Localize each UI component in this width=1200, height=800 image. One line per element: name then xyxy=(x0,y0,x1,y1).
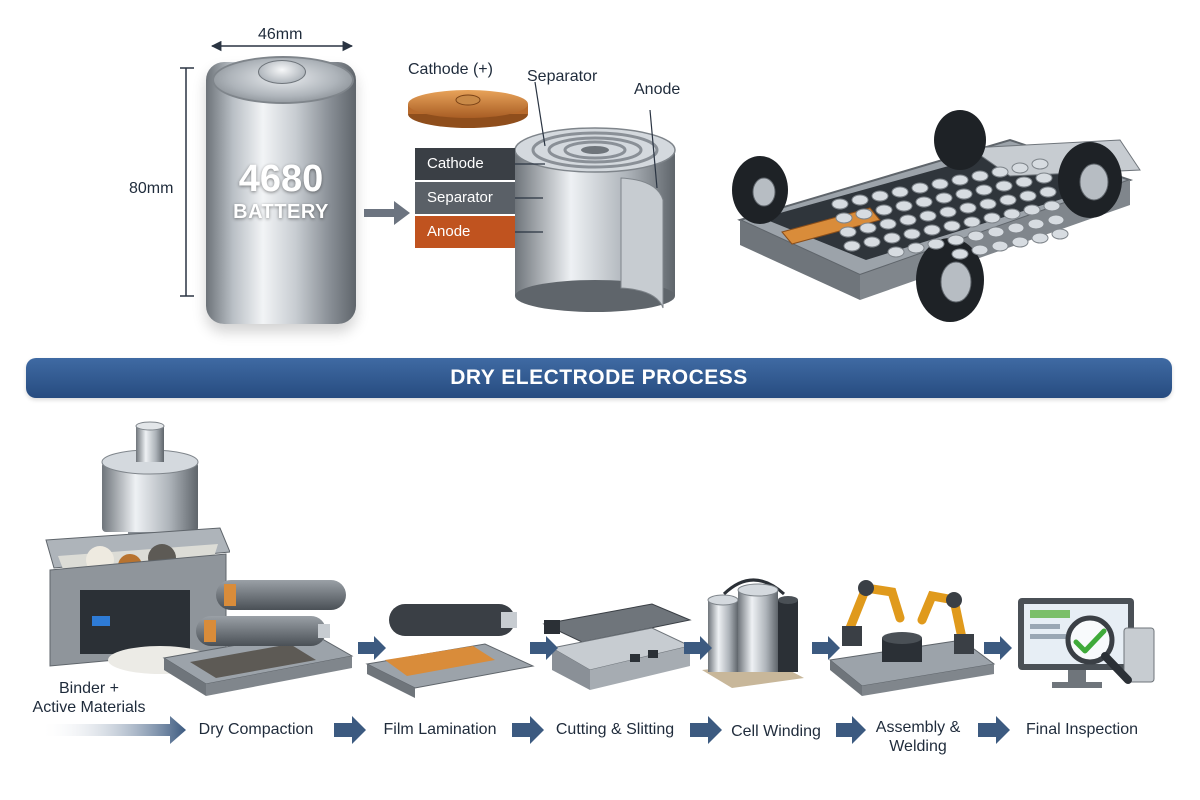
pack-cell xyxy=(1047,214,1065,226)
pack-cell xyxy=(835,212,853,224)
pack-cell xyxy=(851,194,869,206)
battery-word-label: BATTERY xyxy=(233,201,329,223)
pack-cell xyxy=(999,194,1017,206)
pack-cell xyxy=(1051,228,1069,240)
assembly-robots-illustration xyxy=(828,580,996,696)
pack-cell xyxy=(939,206,957,218)
step-final-inspection: Final Inspection xyxy=(1025,721,1139,738)
pack-cell xyxy=(907,242,925,254)
pack-cell xyxy=(831,198,849,210)
pack-cell xyxy=(919,210,937,222)
pack-cell xyxy=(991,240,1009,252)
pack-cell xyxy=(891,186,909,198)
step-cell-winding: Cell Winding xyxy=(731,723,821,740)
pack-cell xyxy=(935,192,953,204)
cathode-label: Cathode (+) xyxy=(408,61,493,78)
flow-arrow-icon xyxy=(334,636,1012,744)
pack-cell xyxy=(1027,218,1045,230)
pack-cell xyxy=(951,248,969,260)
pack-cell xyxy=(927,238,945,250)
inspection-monitor-illustration xyxy=(1018,598,1155,688)
pack-cell xyxy=(959,202,977,214)
pack-cell xyxy=(887,246,905,258)
step-dry-compaction: Dry Compaction xyxy=(198,721,314,738)
pack-cell xyxy=(1043,200,1061,212)
pack-cell xyxy=(875,204,893,216)
pack-cell xyxy=(1031,158,1049,170)
pack-cell xyxy=(955,188,973,200)
pack-cell xyxy=(947,234,965,246)
anode-label: Anode xyxy=(634,81,681,98)
pack-cell xyxy=(1023,204,1041,216)
pack-cell xyxy=(931,178,949,190)
cell-structure-illustration xyxy=(408,81,676,312)
pack-cell xyxy=(863,236,881,248)
pack-cell xyxy=(963,216,981,228)
pack-cell xyxy=(943,220,961,232)
pack-cell xyxy=(1039,186,1057,198)
pack-cell xyxy=(967,230,985,242)
pack-cell xyxy=(975,184,993,196)
width-dimension-label: 46mm xyxy=(258,26,303,43)
pack-cell xyxy=(879,218,897,230)
mixer-machine-illustration xyxy=(45,421,230,674)
layer-cathode: Cathode xyxy=(415,148,515,180)
step-binder-active-materials: Binder + Active Materials xyxy=(32,680,146,716)
process-header-band xyxy=(26,358,1172,398)
pack-cell xyxy=(983,212,1001,224)
flow-arrow-icon xyxy=(364,201,410,225)
step-cutting-slitting: Cutting & Slitting xyxy=(555,721,675,738)
layer-separator: Separator xyxy=(415,182,515,214)
battery-model-label: 4680 xyxy=(238,158,324,200)
pack-cell xyxy=(839,226,857,238)
pack-cell xyxy=(1015,176,1033,188)
compaction-rollers-illustration xyxy=(162,580,354,696)
checkmark-icon xyxy=(1073,628,1107,654)
pack-cell xyxy=(923,224,941,236)
pack-cell xyxy=(951,174,969,186)
pack-cell xyxy=(1011,162,1029,174)
step-film-lamination: Film Lamination xyxy=(383,721,497,738)
pack-cell xyxy=(1035,172,1053,184)
height-dimension-label: 80mm xyxy=(129,180,174,197)
pack-cell xyxy=(859,222,877,234)
pack-cell xyxy=(1007,222,1025,234)
pack-cell xyxy=(871,190,889,202)
pack-cell xyxy=(1019,190,1037,202)
pack-cell xyxy=(971,244,989,256)
cutting-slitting-illustration xyxy=(542,603,692,690)
process-title: DRY ELECTRODE PROCESS xyxy=(450,366,748,389)
battery-terminal xyxy=(258,60,306,84)
pack-cell xyxy=(855,208,873,220)
battery-body xyxy=(206,62,356,324)
separator-label: Separator xyxy=(527,68,598,85)
pack-cell xyxy=(911,182,929,194)
layer-anode: Anode xyxy=(415,216,515,248)
pack-cell xyxy=(843,240,861,252)
ev-battery-pack-illustration xyxy=(732,110,1141,322)
pack-cell xyxy=(979,198,997,210)
pack-cell-grid xyxy=(831,158,1069,260)
step-assembly-welding: Assembly & Welding xyxy=(875,719,961,755)
pack-cell xyxy=(883,232,901,244)
pack-cell xyxy=(1031,232,1049,244)
pack-cell xyxy=(995,180,1013,192)
pack-cell xyxy=(915,196,933,208)
pack-cell xyxy=(895,200,913,212)
cell-winding-illustration xyxy=(702,578,804,688)
pack-cell xyxy=(1011,236,1029,248)
pack-cell xyxy=(1003,208,1021,220)
pack-cell xyxy=(903,228,921,240)
pack-cell xyxy=(899,214,917,226)
pack-cell xyxy=(991,166,1009,178)
film-lamination-illustration xyxy=(365,604,535,698)
pack-cell xyxy=(987,226,1005,238)
pack-cell xyxy=(971,170,989,182)
